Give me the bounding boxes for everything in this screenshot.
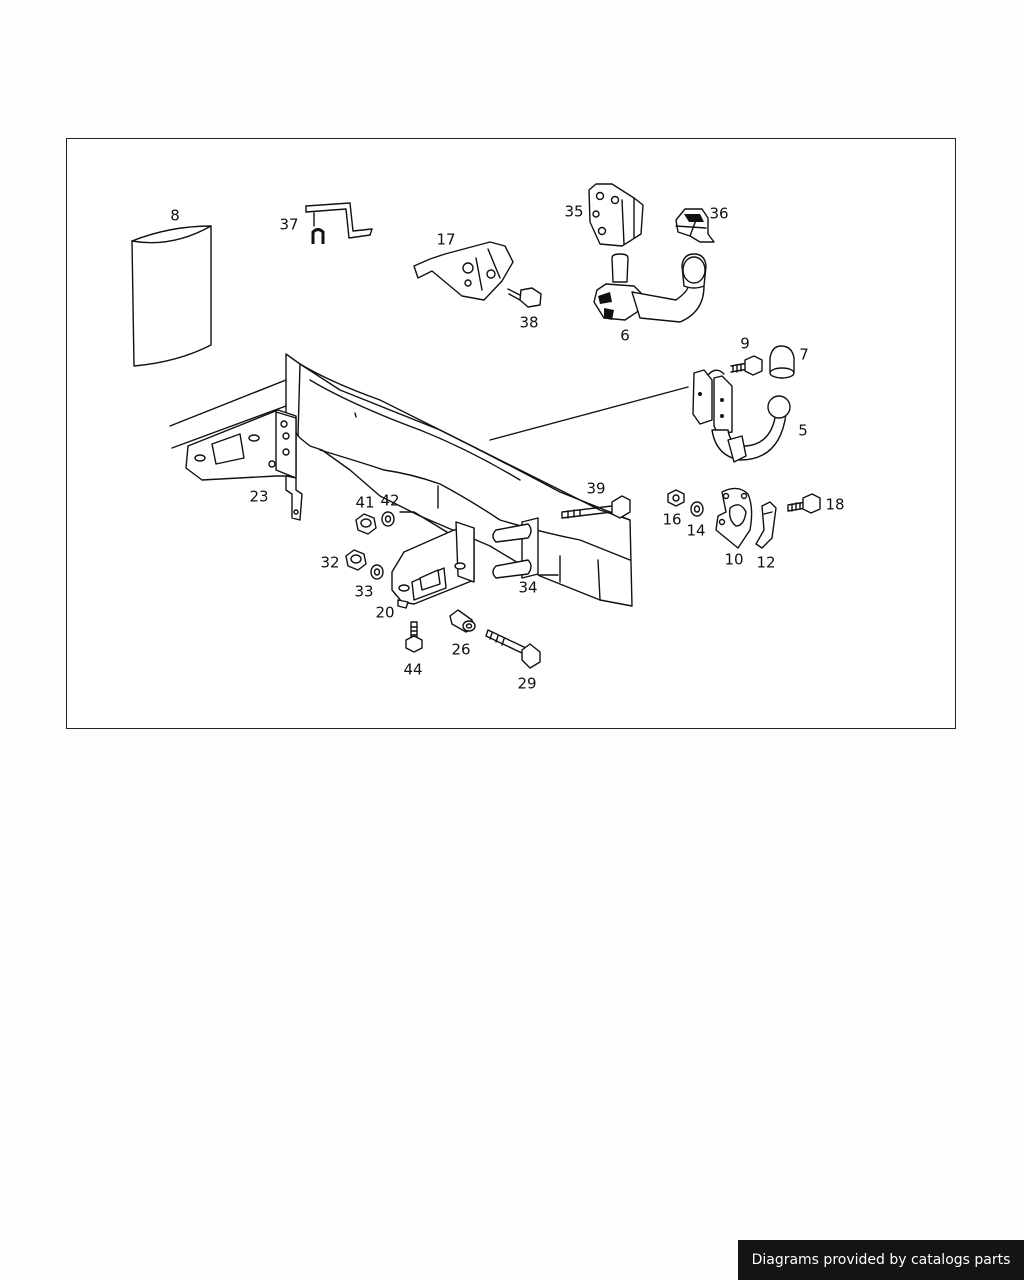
callout-16: 16 (662, 510, 682, 529)
part-39-long-bolt (561, 495, 631, 519)
part-34-spacer-tubes (492, 517, 539, 579)
callout-34: 34 (518, 578, 538, 597)
part-16-nut (667, 489, 685, 507)
callout-5: 5 (798, 421, 808, 440)
part-12-strap (755, 501, 777, 549)
callout-26: 26 (451, 640, 471, 659)
callout-33: 33 (354, 582, 374, 601)
part-42-washer (381, 511, 461, 541)
footer-credit-text: Diagrams provided by catalogs parts (751, 1252, 1011, 1268)
part-32-nut (345, 549, 367, 571)
callout-6: 6 (620, 326, 630, 345)
part-6-coupling (593, 253, 707, 323)
parts-diagram: 8 37 17 35 36 38 6 9 7 5 23 41 42 39 16 … (66, 138, 956, 729)
callout-37: 37 (279, 215, 299, 234)
callout-32: 32 (320, 553, 340, 572)
callout-39: 39 (586, 479, 606, 498)
callout-38: 38 (519, 313, 539, 332)
part-14-washer (690, 501, 704, 517)
callout-8: 8 (170, 206, 180, 225)
part-20-bracket (391, 521, 475, 609)
part-23-bracket (185, 409, 303, 521)
callout-36: 36 (709, 204, 729, 223)
part-38-bolt (507, 287, 542, 308)
callout-23: 23 (249, 487, 269, 506)
callout-18: 18 (825, 495, 845, 514)
callout-17: 17 (436, 230, 456, 249)
callout-41: 41 (355, 493, 375, 512)
callout-35: 35 (564, 202, 584, 221)
part-29-long-bolt (485, 629, 541, 669)
part-17-bracket (413, 241, 514, 301)
part-10-socket-plate (715, 487, 753, 549)
callout-20: 20 (375, 603, 395, 622)
callout-44: 44 (403, 660, 423, 679)
callout-10: 10 (724, 550, 744, 569)
callout-42: 42 (380, 491, 400, 510)
callout-9: 9 (740, 334, 750, 353)
part-44-bolt (405, 621, 423, 653)
callout-14: 14 (686, 521, 706, 540)
part-33-washer (370, 564, 384, 580)
part-41-nut (355, 513, 377, 535)
footer-credit: Diagrams provided by catalogs parts (738, 1240, 1024, 1280)
part-8-cover-bag (131, 225, 212, 367)
callout-29: 29 (517, 674, 537, 693)
part-35-housing (588, 183, 644, 247)
part-9-bolt (730, 355, 763, 376)
part-34-crossmember (169, 353, 689, 607)
callout-12: 12 (756, 553, 776, 572)
part-5-tow-ball (692, 369, 791, 463)
callout-7: 7 (799, 345, 809, 364)
part-37-crank (305, 202, 373, 244)
parts-drawing (131, 183, 821, 669)
part-26-sleeve (449, 609, 476, 633)
part-7-cap (769, 345, 795, 379)
part-18-bolt (787, 493, 821, 514)
part-36-socket (675, 208, 715, 243)
